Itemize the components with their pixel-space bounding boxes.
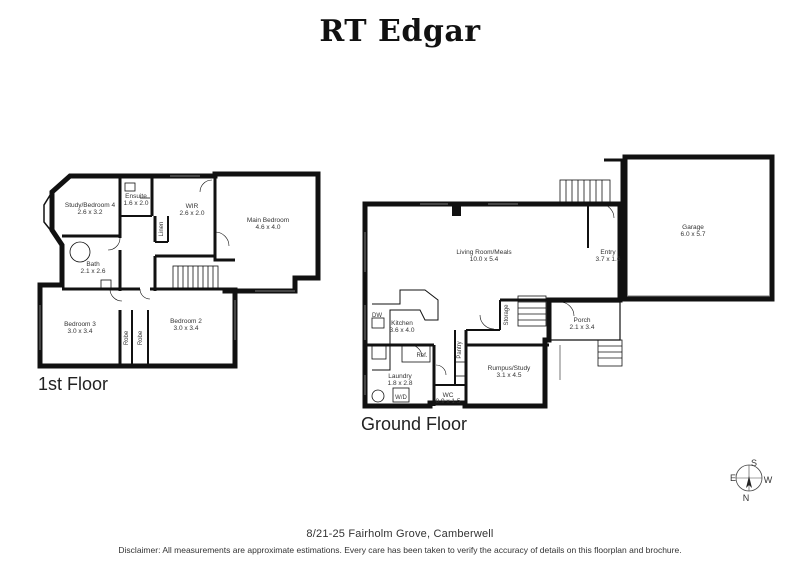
- ref-label: Ref.: [416, 353, 427, 359]
- room-bedroom2-name: Bedroom 2: [170, 318, 202, 325]
- room-garage-size: 6.0 x 5.7: [681, 231, 706, 238]
- room-study-bed4-size: 2.6 x 3.2: [78, 209, 103, 216]
- room-wir-name: WIR: [186, 203, 199, 210]
- room-ensuite-name: Ensuite: [125, 193, 147, 200]
- first-floor-labels: Study/Bedroom 4 2.6 x 3.2 Ensuite 1.6 x …: [64, 193, 289, 345]
- room-kitchen-size: 3.6 x 4.0: [390, 327, 415, 334]
- room-kitchen-name: Kitchen: [391, 320, 413, 327]
- robe-label-2: Robe: [138, 330, 144, 345]
- property-address: 8/21-25 Fairholm Grove, Camberwell: [306, 528, 494, 540]
- room-bath-size: 2.1 x 2.6: [81, 268, 106, 275]
- room-porch-name: Porch: [574, 317, 591, 324]
- storage-label: Storage: [504, 304, 510, 326]
- robe-label-1: Robe: [124, 330, 130, 345]
- room-porch-size: 2.1 x 3.4: [570, 324, 595, 331]
- room-living-name: Living Room/Meals: [456, 249, 512, 256]
- room-garage-name: Garage: [682, 224, 704, 231]
- dw-label: DW: [372, 313, 382, 319]
- room-entry-size: 3.7 x 1.6: [596, 256, 621, 263]
- room-bedroom3-size: 3.0 x 3.4: [68, 328, 93, 335]
- ground-floor-label: Ground Floor: [361, 414, 468, 434]
- room-study-bed4-name: Study/Bedroom 4: [65, 202, 116, 209]
- room-ensuite-size: 1.6 x 2.0: [124, 200, 149, 207]
- room-main-bedroom-name: Main Bedroom: [247, 217, 289, 224]
- room-wc-size: 0.9 x 1.5: [436, 398, 461, 405]
- room-main-bedroom-size: 4.6 x 4.0: [256, 224, 281, 231]
- room-entry-name: Entry: [600, 249, 616, 256]
- first-floor-label: 1st Floor: [38, 374, 109, 394]
- wd-label: W/D: [395, 395, 407, 401]
- room-rumpus-name: Rumpus/Study: [488, 365, 531, 372]
- room-laundry-size: 1.8 x 2.8: [388, 380, 413, 387]
- room-wc-name: WC: [443, 392, 454, 399]
- disclaimer-text: Disclaimer: All measurements are approxi…: [118, 545, 682, 555]
- room-bedroom3-name: Bedroom 3: [64, 321, 96, 328]
- room-living-size: 10.0 x 5.4: [470, 256, 499, 263]
- first-floor-plan: [37, 171, 321, 369]
- room-wir-size: 2.6 x 2.0: [180, 210, 205, 217]
- compass-n: N: [743, 493, 750, 503]
- room-bedroom2-size: 3.0 x 3.4: [174, 325, 199, 332]
- compass-rose: S E W N: [730, 458, 773, 503]
- ground-floor-labels: Living Room/Meals 10.0 x 5.4 Kitchen 3.6…: [372, 224, 706, 405]
- brand-logo: RT Edgar: [319, 14, 481, 49]
- pantry-label: Pantry: [457, 341, 463, 358]
- room-bath-name: Bath: [86, 261, 100, 268]
- linen-label: Linen: [159, 222, 165, 237]
- compass-e: E: [730, 473, 736, 483]
- ground-floor-plan: [362, 154, 775, 409]
- room-laundry-name: Laundry: [388, 373, 412, 380]
- compass-s: S: [751, 458, 757, 468]
- room-rumpus-size: 3.1 x 4.5: [497, 372, 522, 379]
- compass-w: W: [764, 475, 773, 485]
